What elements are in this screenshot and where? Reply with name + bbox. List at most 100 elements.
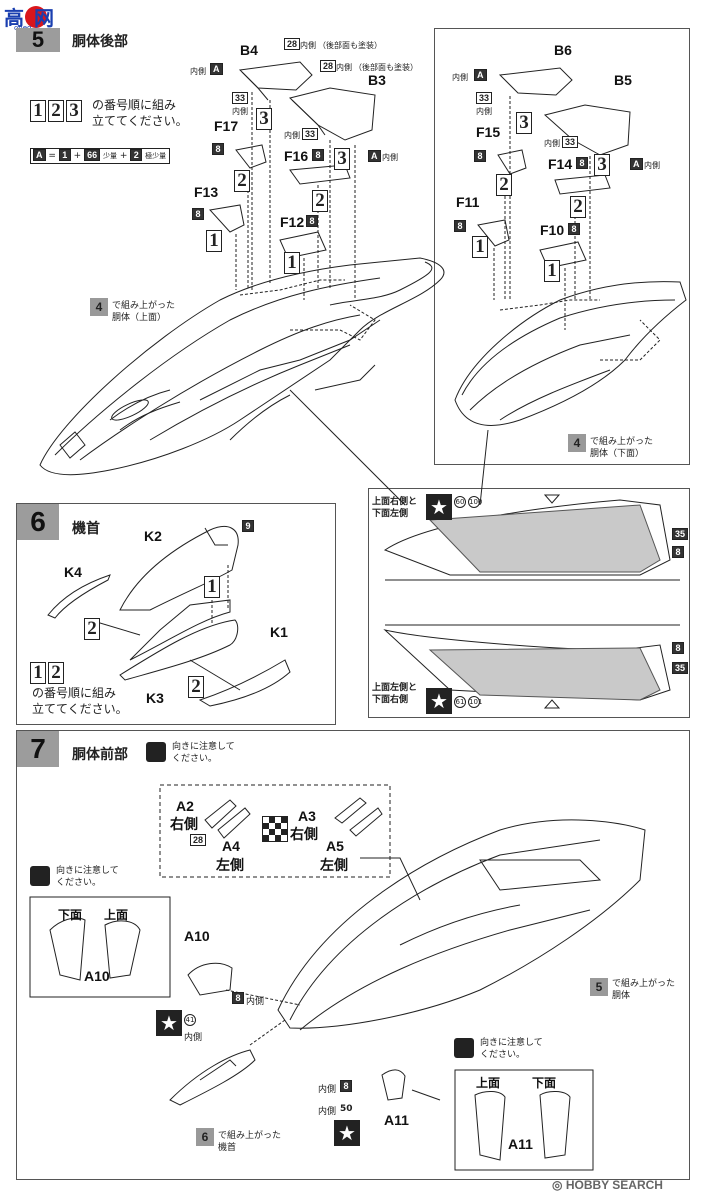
step7-ref6-badge: 6 xyxy=(196,1128,214,1146)
a11-top-label: 上面 xyxy=(476,1076,501,1090)
f13-step-1: 1 xyxy=(206,230,222,252)
watermark-text: HOBBY SEARCH xyxy=(565,1178,663,1192)
step7-ref6-line2: 機首 xyxy=(218,1143,237,1153)
part-b4-label: B4 xyxy=(240,42,258,58)
part-b3-label: B3 xyxy=(368,72,386,88)
f16-step-3: 3 xyxy=(334,148,350,170)
order-box-2: 2 xyxy=(48,100,64,122)
f17-step-2: 2 xyxy=(234,170,250,192)
b5-paint-a: A xyxy=(630,158,643,170)
formula-little1: 少量 xyxy=(102,152,117,160)
f12-paint-8: 8 xyxy=(306,215,318,227)
part-b5-label: B5 xyxy=(614,72,632,88)
order-box-1: 1 xyxy=(30,100,46,122)
a10-star: ★ xyxy=(156,1010,182,1036)
step5-ref-bottom-badge: 4 xyxy=(568,434,586,452)
caution-a10-line1: 向きに注意して xyxy=(56,866,119,876)
b4-inner-label-2: 内側 xyxy=(300,41,316,50)
formula-little2: 極少量 xyxy=(145,152,167,160)
b5-inner-33: 内側 xyxy=(544,139,560,148)
step6-frame xyxy=(16,503,336,725)
decal-bottom-paint-35: 35 xyxy=(672,662,689,674)
a10-paint-8: 8 xyxy=(232,992,244,1004)
part-k3-label: K3 xyxy=(146,690,164,706)
step5-underside-frame xyxy=(434,28,690,465)
part-k4-label: K4 xyxy=(64,564,82,580)
b6-paint-a: A xyxy=(474,69,487,81)
a11-inner-50: 内側 xyxy=(318,1107,337,1117)
part-a3-label: A3 xyxy=(298,808,316,824)
fuselage-bottom-drawing xyxy=(454,67,687,426)
decal-top-paint-8: 8 xyxy=(672,546,684,558)
a11-inset-label: A11 xyxy=(508,1136,533,1152)
a11-inner-8: 内側 xyxy=(318,1085,337,1095)
part-f17-label: F17 xyxy=(214,118,239,134)
b4-inner-label: 内側 xyxy=(190,67,206,76)
b3-paint-28: 28 xyxy=(320,60,337,72)
f16-step-2: 2 xyxy=(312,190,328,212)
f11-step-1: 1 xyxy=(472,236,488,258)
step6-order-1: 1 xyxy=(30,662,46,684)
step5-ref-top-line2: 胴体（上面） xyxy=(112,313,167,323)
hobby-search-watermark: ◎ HOBBY SEARCH xyxy=(552,1178,663,1192)
b4-paint-a: A xyxy=(210,63,223,75)
a5-left-label: 左側 xyxy=(320,857,348,873)
b6-step-3: 3 xyxy=(516,112,532,134)
f10-step-1: 1 xyxy=(544,260,560,282)
decal-top-label-2: 下面左側 xyxy=(372,509,409,519)
step5-ref-top-line1: で組み上がった xyxy=(112,301,176,311)
b3-paint-note: （後部面も塗装） xyxy=(354,63,418,72)
decal-bottom-paint-8: 8 xyxy=(672,642,684,654)
b4-paint-note: （後部面も塗装） xyxy=(318,41,382,50)
decal-101: 101 xyxy=(468,696,483,708)
b6-inner-33: 内側 xyxy=(476,107,492,116)
step7-title: 胴体前部 xyxy=(72,747,128,763)
a11-bottom-label: 下面 xyxy=(532,1076,557,1090)
formula-eq: = xyxy=(48,151,56,161)
caution-icon-a10 xyxy=(30,866,50,886)
step7-badge: 7 xyxy=(17,731,59,767)
b3-inner-label-top: 内側 xyxy=(336,63,352,72)
step7-ref5-line1: で組み上がった xyxy=(612,979,676,989)
f12-step-1: 1 xyxy=(284,252,300,274)
a10-decal-41: 41 xyxy=(184,1014,196,1026)
decal-61: 61 xyxy=(454,696,466,708)
a10-bottom-label: 下面 xyxy=(58,908,83,922)
a11-star: ★ xyxy=(334,1120,360,1146)
caution-icon-a11 xyxy=(454,1038,474,1058)
part-f14-label: F14 xyxy=(548,156,573,172)
a2-paint-28: 28 xyxy=(190,834,207,846)
k4-step-2: 2 xyxy=(84,618,100,640)
paint-formula: A = 1 + 66 少量 + 2 極少量 xyxy=(30,148,170,164)
a10-inset-label: A10 xyxy=(84,968,110,984)
part-f10-label: F10 xyxy=(540,222,565,238)
k2-paint-9: 9 xyxy=(242,520,254,532)
caution-top-line2: ください。 xyxy=(172,754,218,764)
b4-paint-28: 28 xyxy=(284,38,301,50)
a10-inner-8: 内側 xyxy=(246,997,265,1007)
step5-ref-bottom-line1: で組み上がった xyxy=(590,437,654,447)
decal-detail-drawing xyxy=(383,494,680,709)
a11-paint-50: 50 xyxy=(340,1104,353,1114)
order-instruction-line2: 立ててください。 xyxy=(92,114,188,128)
step5-badge: 5 xyxy=(16,28,60,52)
formula-two: 2 xyxy=(130,149,143,161)
order-box-3: 3 xyxy=(66,100,82,122)
step6-order-2: 2 xyxy=(48,662,64,684)
caution-icon-top xyxy=(146,742,166,762)
part-a5-label: A5 xyxy=(326,838,344,854)
b6-paint-33: 33 xyxy=(476,92,493,104)
f11-paint-8: 8 xyxy=(454,220,466,232)
caution-a11-line2: ください。 xyxy=(480,1050,526,1060)
logo-text: 高网 xyxy=(4,6,64,30)
logo-graphic xyxy=(25,6,47,28)
k2-step-1: 1 xyxy=(204,576,220,598)
decal-100: 100 xyxy=(468,496,483,508)
step6-title: 機首 xyxy=(72,521,100,537)
part-b6-label: B6 xyxy=(554,42,572,58)
part-f15-label: F15 xyxy=(476,124,501,140)
f14-step-3: 3 xyxy=(594,154,610,176)
caution-a11-line1: 向きに注意して xyxy=(480,1038,543,1048)
step7-frame xyxy=(16,730,690,1180)
